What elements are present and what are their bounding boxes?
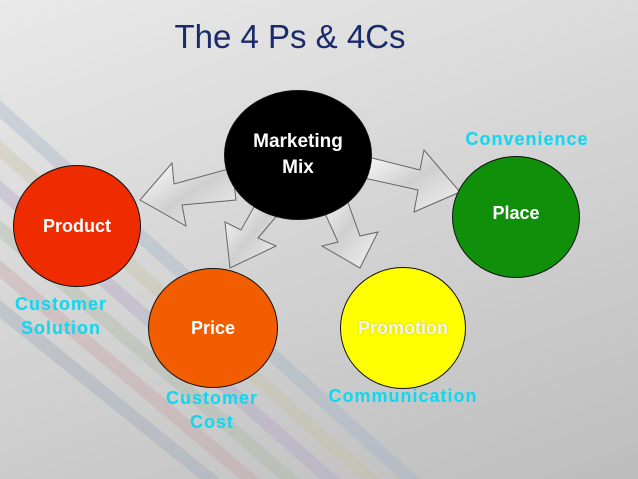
center-label-line2: Mix <box>282 157 314 178</box>
arrow-to-product <box>139 161 237 227</box>
center-label-line1: Marketing <box>253 131 343 153</box>
communication-label: Communication <box>328 386 478 406</box>
place-circle: Place <box>452 156 580 278</box>
promotion-label: Promotion <box>358 317 448 338</box>
convenience-label: Convenience <box>465 129 589 149</box>
product-label: Product <box>42 215 111 236</box>
page-title: The 4 Ps & 4Cs <box>174 18 406 55</box>
promotion-circle: Promotion <box>340 267 466 389</box>
product-circle: Product <box>13 165 141 287</box>
customer-cost-label: Customer Cost <box>165 388 258 433</box>
arrow-to-place <box>363 148 461 213</box>
marketing-mix-center-circle: Marketing Mix <box>224 90 372 220</box>
price-circle: Price <box>148 268 278 388</box>
place-label: Place <box>492 202 540 223</box>
customer-solution-label: Customer Solution <box>14 294 107 339</box>
price-label: Price <box>190 317 236 338</box>
